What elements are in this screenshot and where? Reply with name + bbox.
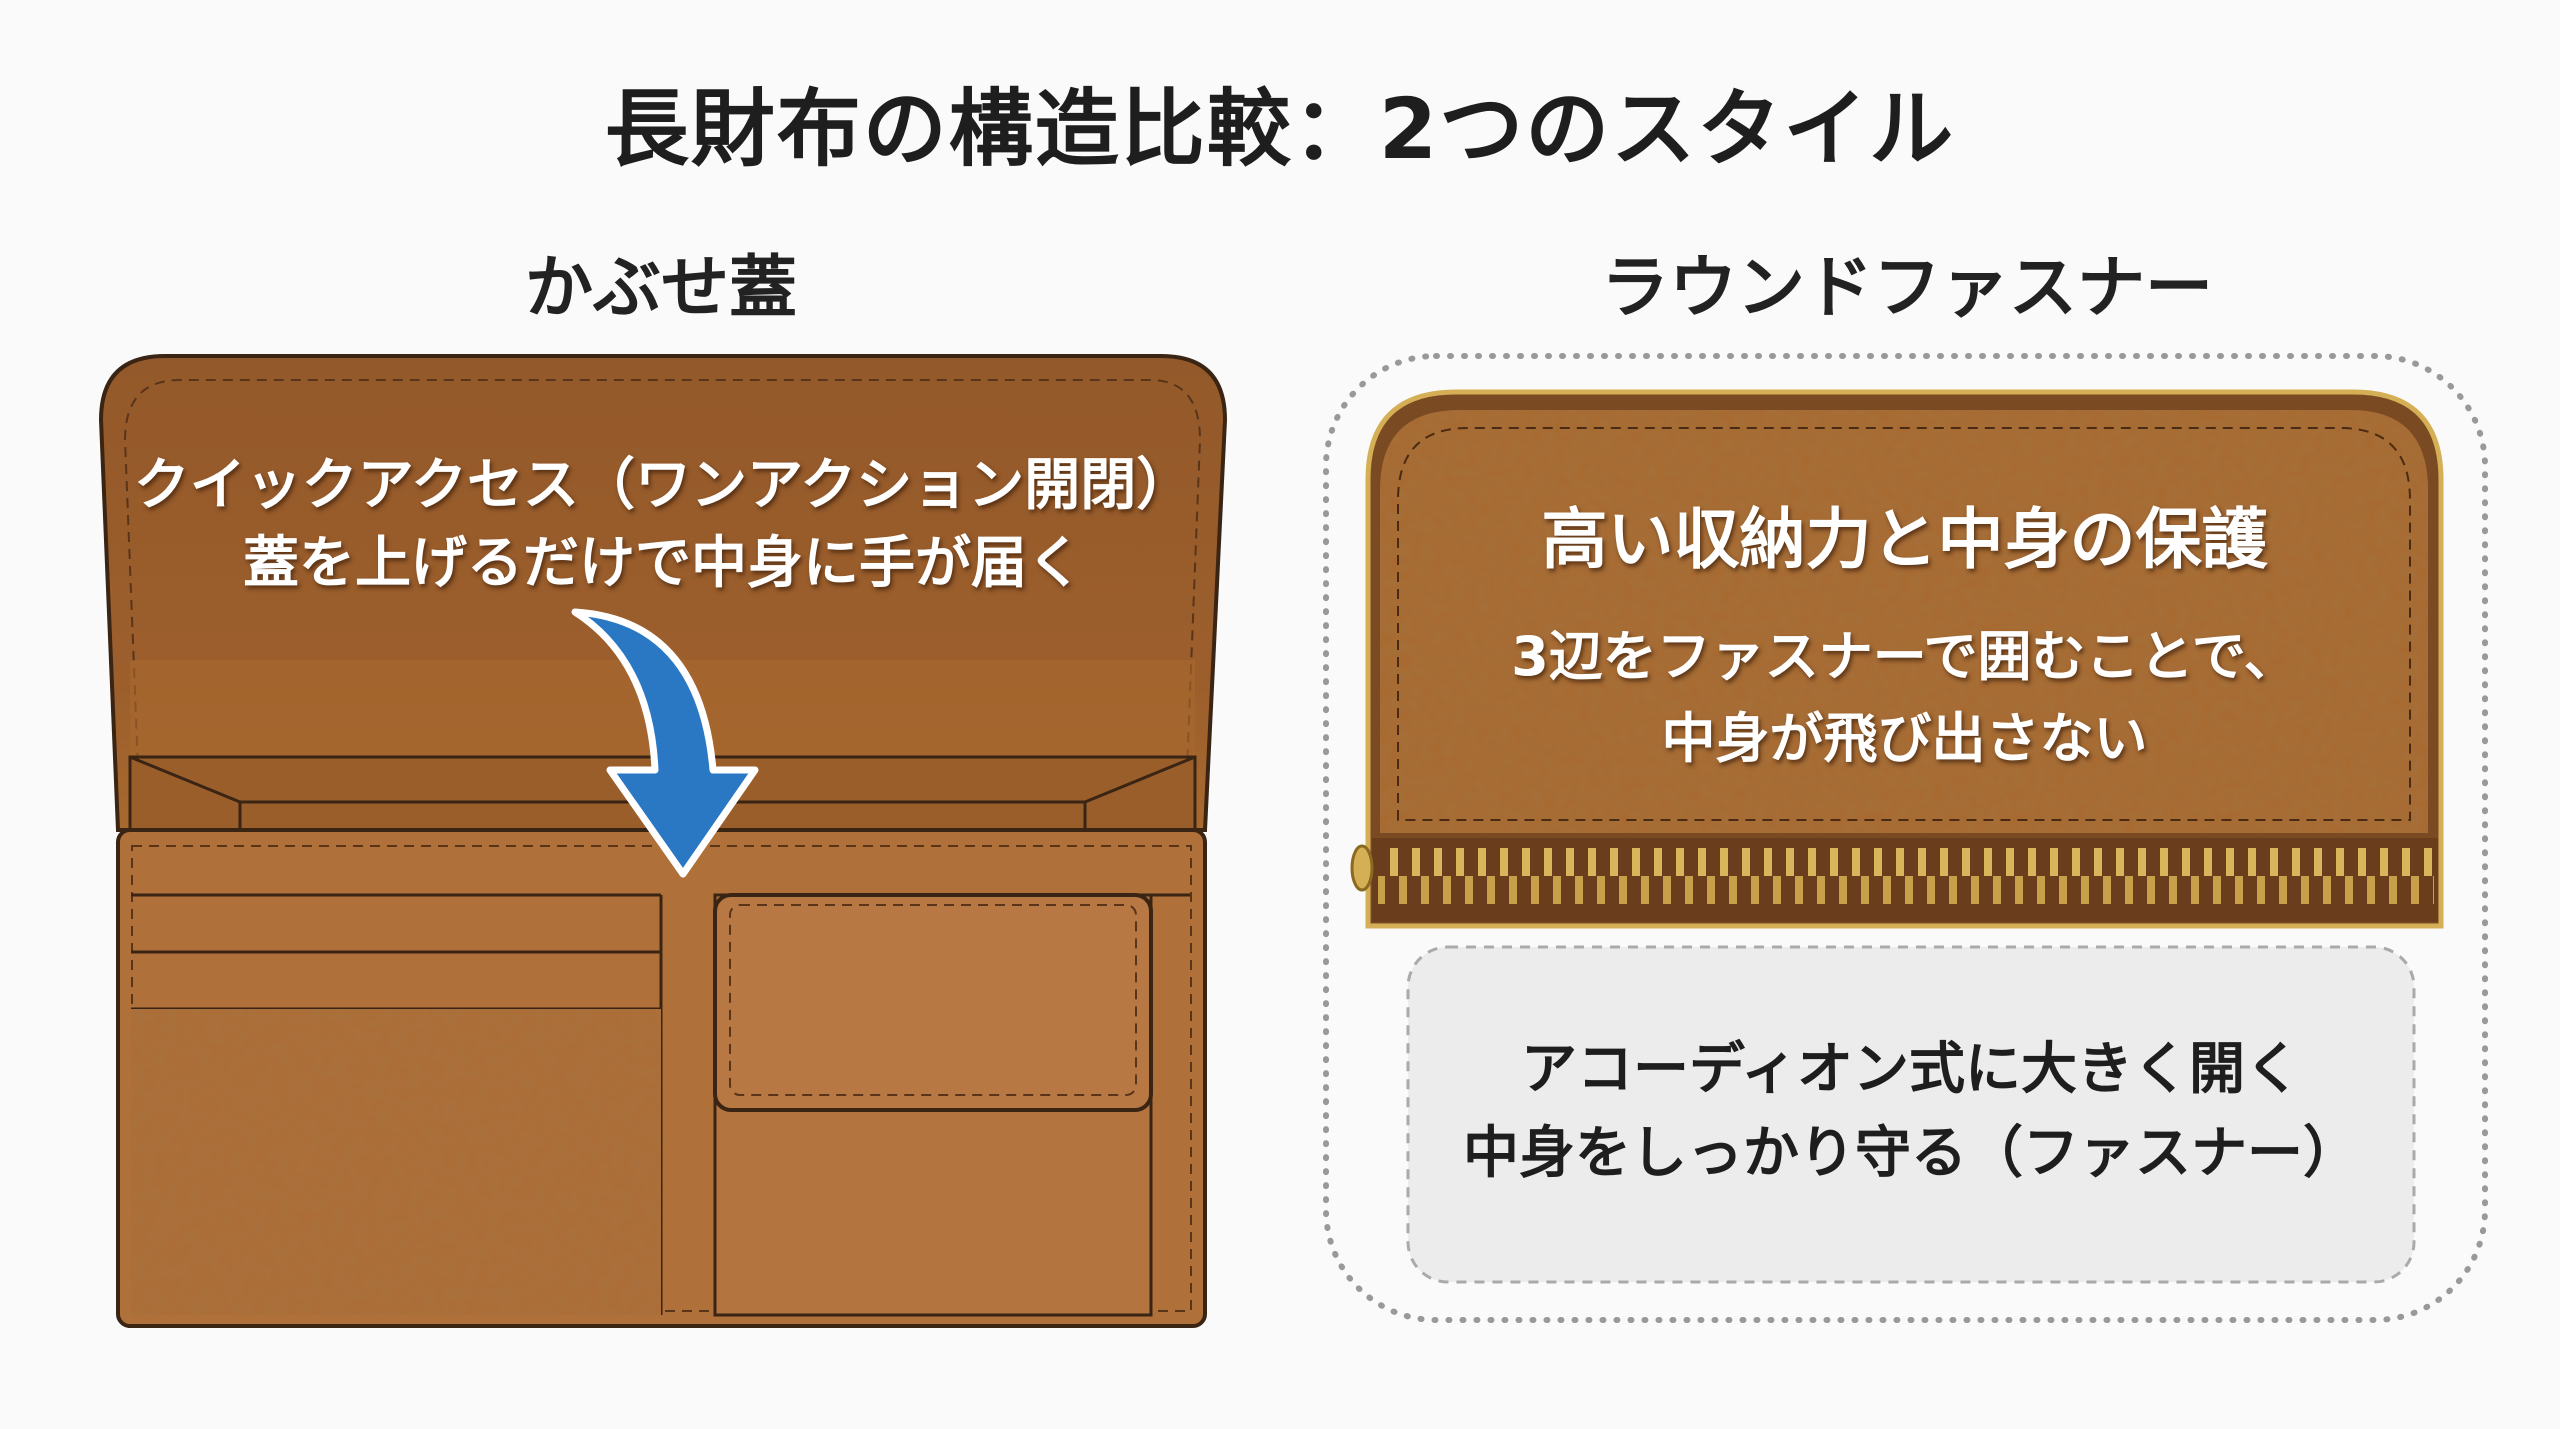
box-line1: アコーディオン式に大きく開く — [1520, 1037, 2302, 1102]
zipper-teeth — [1378, 843, 2434, 917]
info-box — [1406, 945, 2416, 1284]
flap-wallet — [98, 354, 1228, 1328]
zip-panel-line2: 中身が飛び出さない — [1661, 707, 2148, 770]
coin-pocket-flap — [713, 893, 1153, 1112]
heading-zip-wallet: ラウンドファスナー — [1600, 249, 2213, 328]
zip-panel-title: 高い収納力と中身の保護 — [1541, 501, 2268, 578]
page-title: 長財布の構造比較：2つのスタイル — [604, 80, 1956, 178]
zipper-pull — [1350, 844, 1374, 892]
box-line2: 中身をしっかり守る（ファスナー） — [1463, 1121, 2359, 1186]
zip-panel-line1: 3辺をファスナーで囲むことで、 — [1511, 625, 2298, 688]
dotted-frame — [1323, 353, 2488, 1323]
heading-flap-wallet: かぶせ蓋 — [524, 249, 797, 328]
down-curved-arrow-icon — [571, 608, 759, 878]
flap-text-line1: クイックアクセス（ワンアクション開閉） — [133, 453, 1193, 518]
flap-text-line2: 蓋を上げるだけで中身に手が届く — [243, 531, 1083, 596]
zip-wallet — [1350, 389, 2444, 929]
